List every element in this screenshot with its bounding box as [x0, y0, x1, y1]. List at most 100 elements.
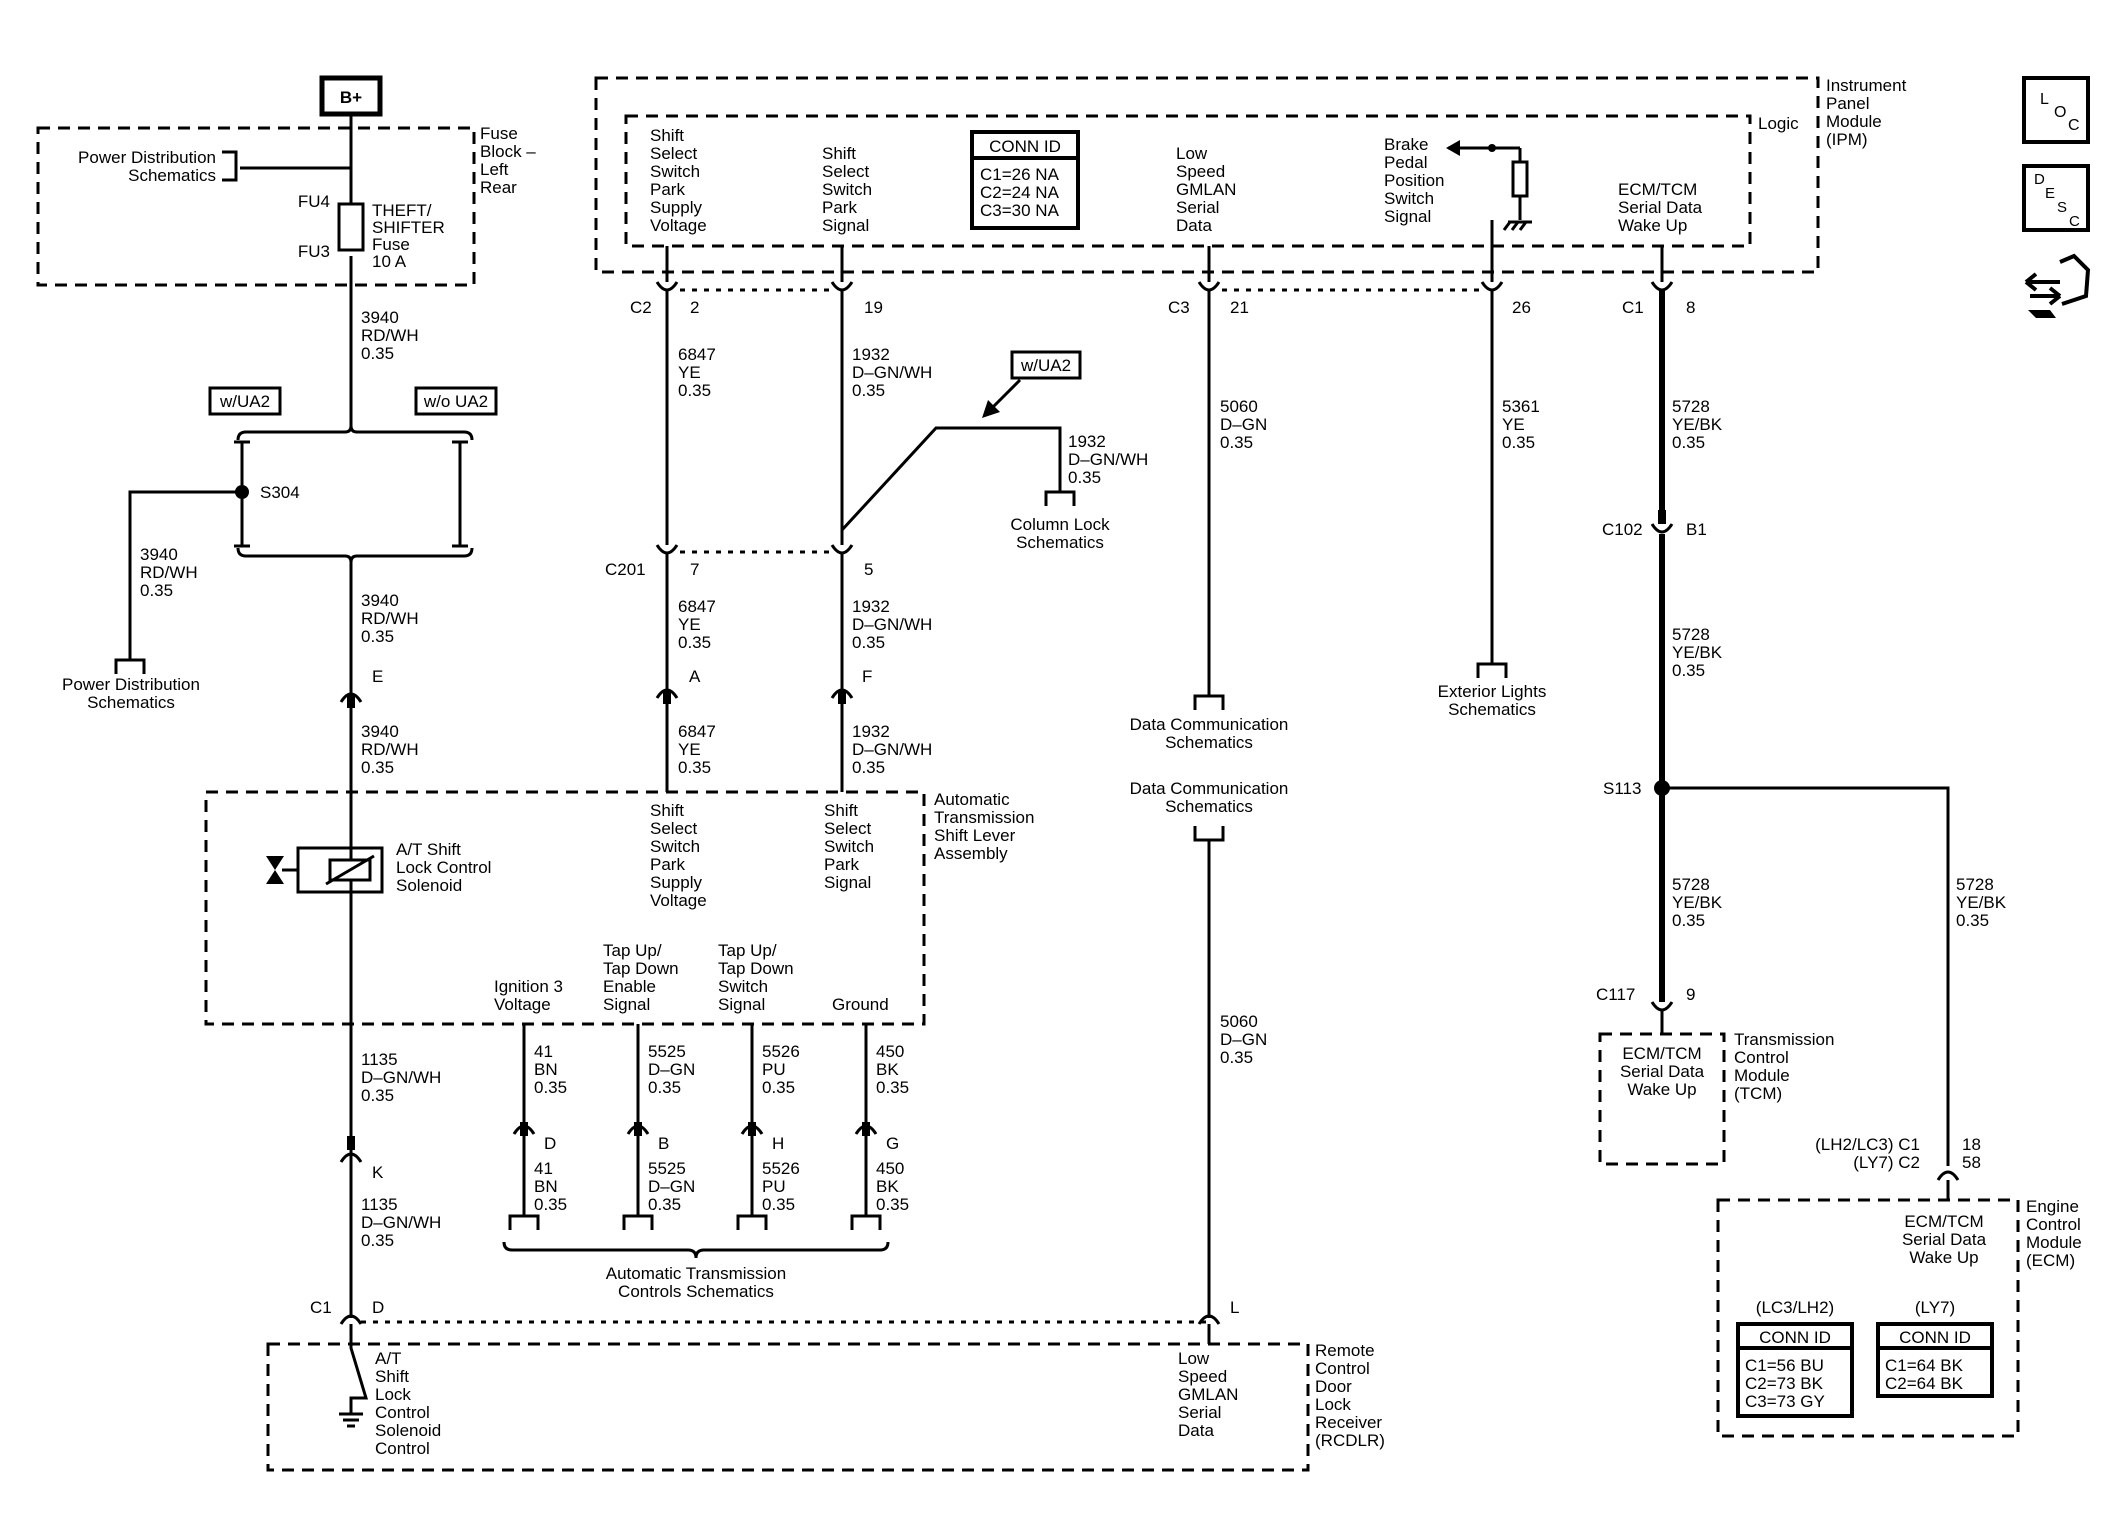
wire-3940-label-d: 3940 RD/WH 0.35 [361, 722, 419, 777]
svg-text:Voltage: Voltage [650, 216, 707, 235]
svg-text:D–GN: D–GN [648, 1177, 695, 1196]
svg-text:Wake Up: Wake Up [1627, 1080, 1696, 1099]
solenoid-label: A/T Shift Lock Control Solenoid [396, 840, 491, 895]
svg-text:Module: Module [1734, 1066, 1790, 1085]
svg-text:Fuse: Fuse [480, 124, 518, 143]
svg-text:0.35: 0.35 [852, 633, 885, 652]
power-dist-label: Power Distribution Schematics [78, 148, 216, 185]
data-comm-bottom-label: Data Communication Schematics [1130, 779, 1289, 816]
svg-text:C2=24 NA: C2=24 NA [980, 183, 1060, 202]
conn-c1-label: C1 [310, 1298, 332, 1317]
svg-text:0.35: 0.35 [762, 1195, 795, 1214]
wire-6847-label-b: 6847 YE 0.35 [678, 597, 716, 652]
lever-pin-ign-label: Ignition 3 Voltage [494, 977, 563, 1014]
svg-text:Shift: Shift [375, 1367, 409, 1386]
option-top-brace [236, 425, 474, 441]
svg-text:0.35: 0.35 [1220, 1048, 1253, 1067]
wire-5728-label-d: 5728 YE/BK 0.35 [1956, 875, 2007, 930]
svg-text:Assembly: Assembly [934, 844, 1008, 863]
conn-e-label: E [372, 667, 383, 686]
valve-icon [266, 856, 284, 870]
desc-icon[interactable]: D E S C [2022, 164, 2090, 232]
svg-text:Signal: Signal [603, 995, 650, 1014]
svg-text:6847: 6847 [678, 345, 716, 364]
svg-text:Module: Module [2026, 1233, 2082, 1252]
svg-text:5: 5 [864, 560, 873, 579]
svg-text:C: C [2069, 213, 2080, 230]
svg-text:5525: 5525 [648, 1159, 686, 1178]
svg-text:7: 7 [690, 560, 699, 579]
chassis-ground-icon [1502, 220, 1532, 231]
svg-text:Control: Control [2026, 1215, 2081, 1234]
svg-text:Switch: Switch [1384, 189, 1434, 208]
column-lock-label: Column Lock Schematics [1010, 515, 1110, 552]
svg-text:5060: 5060 [1220, 1012, 1258, 1031]
ipm-c1-label: C1 [1622, 298, 1644, 317]
svg-text:C1=64 BK: C1=64 BK [1885, 1356, 1964, 1375]
ecm-conn-id-b-box [1876, 1322, 1994, 1398]
wire-1932-label-c: 1932 D–GN/WH 0.35 [852, 722, 932, 777]
svg-text:BN: BN [534, 1060, 558, 1079]
svg-text:Park: Park [650, 180, 685, 199]
option-wo-ua2-label: w/o UA2 [423, 392, 488, 411]
wire-5526-label-a: 5526 PU 0.35 [762, 1042, 800, 1097]
battery-label: B+ [340, 88, 362, 107]
power-dist-bracket [222, 150, 238, 182]
ipm-c1-pin8 [1650, 281, 1674, 292]
svg-text:5060: 5060 [1220, 397, 1258, 416]
svg-text:BK: BK [876, 1177, 899, 1196]
svg-text:Solenoid: Solenoid [375, 1421, 441, 1440]
wire-41-label-b: 41 BN 0.35 [534, 1159, 567, 1214]
service-icon[interactable] [2024, 253, 2091, 318]
svg-text:Enable: Enable [603, 977, 656, 996]
svg-text:0.35: 0.35 [852, 758, 885, 777]
svg-text:BK: BK [876, 1060, 899, 1079]
wire-5728-label-b: 5728 YE/BK 0.35 [1672, 625, 1723, 680]
wire-1932-label-a: 1932 D–GN/WH 0.35 [852, 345, 932, 400]
svg-text:0.35: 0.35 [876, 1078, 909, 1097]
ipm-outer-frame [594, 76, 1820, 274]
svg-text:Lock: Lock [375, 1385, 411, 1404]
c201-pin5 [830, 544, 854, 555]
svg-text:0.35: 0.35 [1672, 911, 1705, 930]
svg-text:(ECM): (ECM) [2026, 1251, 2075, 1270]
svg-text:ECM/TCM: ECM/TCM [1618, 180, 1697, 199]
svg-text:H: H [772, 1134, 784, 1153]
svg-text:Signal: Signal [1384, 207, 1431, 226]
data-comm-top-label: Data Communication Schematics [1130, 715, 1289, 752]
svg-text:1932: 1932 [852, 345, 890, 364]
lever-pin-ground-label: Ground [832, 995, 889, 1014]
svg-text:YE/BK: YE/BK [1672, 893, 1723, 912]
svg-text:0.35: 0.35 [1672, 433, 1705, 452]
svg-text:Shift: Shift [824, 801, 858, 820]
svg-text:ECM/TCM: ECM/TCM [1622, 1044, 1701, 1063]
ipm-label: Instrument Panel Module (IPM) [1826, 76, 1907, 149]
svg-text:D–GN/WH: D–GN/WH [361, 1068, 441, 1087]
ecm-conn-id-b-values: C1=64 BK C2=64 BK [1885, 1356, 1964, 1393]
svg-text:O: O [2054, 104, 2066, 121]
tcm-pin-label: ECM/TCM Serial Data Wake Up [1620, 1044, 1705, 1099]
svg-text:THEFT/: THEFT/ [372, 201, 432, 220]
svg-text:D: D [2034, 171, 2045, 188]
exterior-lights-bracket [1476, 662, 1508, 678]
svg-text:Engine: Engine [2026, 1197, 2079, 1216]
svg-text:0.35: 0.35 [648, 1195, 681, 1214]
svg-text:5526: 5526 [762, 1159, 800, 1178]
svg-text:1932: 1932 [1068, 432, 1106, 451]
connector-c102 [1650, 523, 1674, 534]
tcm-label: Transmission Control Module (TCM) [1734, 1030, 1834, 1103]
svg-text:D–GN/WH: D–GN/WH [361, 1213, 441, 1232]
svg-text:Park: Park [822, 198, 857, 217]
svg-text:YE: YE [1502, 415, 1525, 434]
loc-icon[interactable]: L O C [2022, 76, 2090, 144]
fuse-label: THEFT/ SHIFTER Fuse 10 A [372, 201, 445, 271]
svg-text:0.35: 0.35 [534, 1195, 567, 1214]
svg-text:C2=64 BK: C2=64 BK [1885, 1374, 1964, 1393]
c201-pin7 [655, 544, 679, 555]
svg-text:(IPM): (IPM) [1826, 130, 1868, 149]
svg-text:21: 21 [1230, 298, 1249, 317]
svg-text:Transmission: Transmission [934, 808, 1034, 827]
svg-text:Shift: Shift [650, 126, 684, 145]
svg-text:Transmission: Transmission [1734, 1030, 1834, 1049]
svg-text:Control: Control [1734, 1048, 1789, 1067]
